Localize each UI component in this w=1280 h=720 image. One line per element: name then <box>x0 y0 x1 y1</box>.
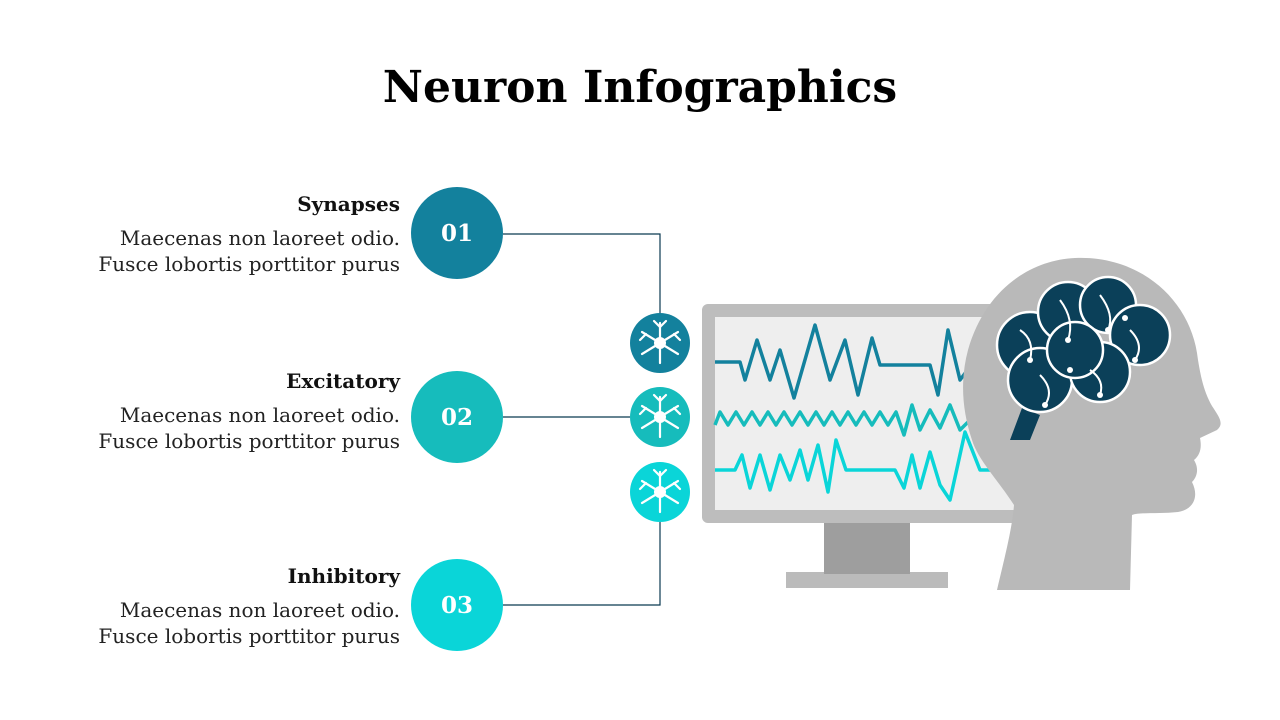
number-badge-02: 02 <box>411 371 503 463</box>
item-title-excitatory: Excitatory <box>286 369 400 393</box>
item-desc-line1: Maecenas non laoreet odio. <box>119 403 400 427</box>
neuron-icon <box>630 462 690 522</box>
item-desc-line2: Fusce lobortis porttitor purus <box>98 252 400 276</box>
item-desc-line2: Fusce lobortis porttitor purus <box>98 624 400 648</box>
item-title-synapses: Synapses <box>297 192 400 216</box>
neuron-icon <box>630 313 690 373</box>
number-badge-03: 03 <box>411 559 503 651</box>
item-title-inhibitory: Inhibitory <box>287 564 400 588</box>
item-desc-line1: Maecenas non laoreet odio. <box>119 226 400 250</box>
item-desc-line1: Maecenas non laoreet odio. <box>119 598 400 622</box>
brain-icon <box>995 275 1172 440</box>
neuron-icon <box>630 387 690 447</box>
item-desc-line2: Fusce lobortis porttitor purus <box>98 429 400 453</box>
page-title: Neuron Infographics <box>382 62 898 113</box>
number-badge-01: 01 <box>411 187 503 279</box>
connector-lines <box>503 233 661 606</box>
